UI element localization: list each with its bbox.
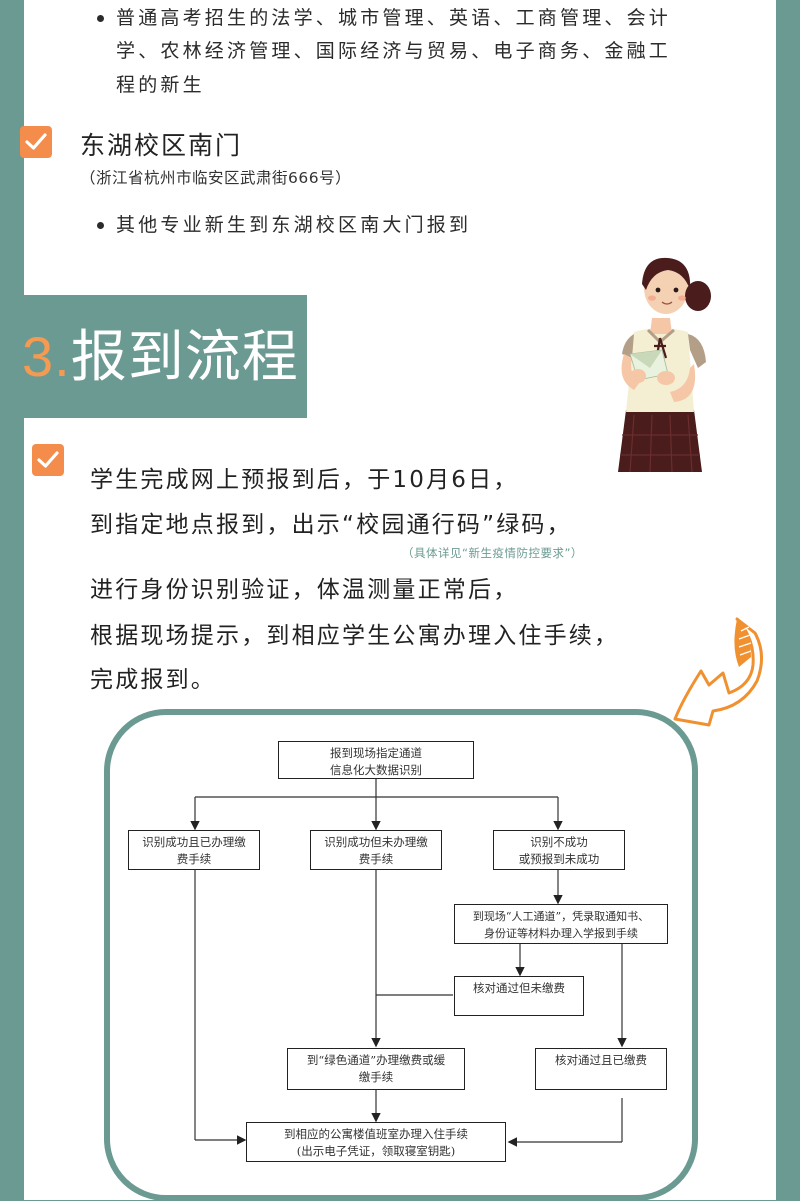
section-header: 3.报到流程	[0, 295, 307, 418]
bullet-dot	[97, 222, 104, 229]
flow-node-text: 到相应的公寓楼值班室办理入住手续	[284, 1127, 468, 1141]
flow-node-text: 识别成功但未办理缴	[324, 835, 428, 849]
flow-node-green-channel: 到“绿色通道”办理缴费或缓 缴手续	[287, 1048, 465, 1090]
flowchart-frame	[104, 709, 698, 1201]
section-title-text: 报到流程	[70, 325, 299, 388]
checkbox-icon	[20, 126, 52, 158]
flow-node-verified-unpaid: 核对通过但未缴费	[454, 976, 584, 1016]
flow-node-text: 识别不成功	[530, 835, 588, 849]
flow-node-unrecognized: 识别不成功 或预报到未成功	[493, 830, 625, 870]
flow-node-text: 核对通过但未缴费	[473, 981, 565, 995]
body-text-line: 到指定地点报到，出示“校园通行码”绿码，	[90, 512, 572, 538]
bullet-text-line: 学、农林经济管理、国际经济与贸易、电子商务、金融工	[116, 40, 672, 62]
flow-node-text: 缴手续	[358, 1070, 394, 1084]
flow-node-text: 到现场“人工通道”，凭录取通知书、	[472, 910, 650, 923]
flow-node-recognized-paid: 识别成功且已办理缴 费手续	[128, 830, 260, 870]
bullet-dot	[97, 15, 104, 22]
note-text: （具体详见“新生疫情防控要求”）	[402, 546, 583, 560]
flow-node-start: 报到现场指定通道 信息化大数据识别	[278, 741, 474, 779]
flow-node-end: 到相应的公寓楼值班室办理入住手续 (出示电子凭证，领取寝室钥匙)	[246, 1122, 506, 1162]
body-text-line: 完成报到。	[90, 667, 216, 693]
section-number: 3.	[22, 325, 71, 388]
flow-node-text: 费手续	[176, 852, 212, 866]
flow-node-manual-channel: 到现场“人工通道”，凭录取通知书、 身份证等材料办理入学报到手续	[454, 904, 668, 944]
bullet-text-line: 其他专业新生到东湖校区南大门报到	[116, 214, 472, 236]
body-text-line: 根据现场提示，到相应学生公寓办理入住手续，	[90, 623, 620, 649]
flow-node-text: (出示电子凭证，领取寝室钥匙)	[296, 1144, 456, 1158]
flow-node-recognized-unpaid: 识别成功但未办理缴 费手续	[310, 830, 442, 870]
flow-node-text: 费手续	[358, 852, 394, 866]
body-text-line: 学生完成网上预报到后，于10月6日，	[90, 467, 519, 493]
section-title: 3.报到流程	[22, 317, 299, 397]
flow-node-text: 核对通过且已缴费	[555, 1053, 647, 1067]
flow-node-text: 识别成功且已办理缴	[142, 835, 246, 849]
checkbox-icon	[32, 444, 64, 476]
flow-node-text: 到“绿色通道”办理缴费或缓	[306, 1053, 446, 1067]
bullet-text-line: 程的新生	[116, 74, 205, 96]
campus-title: 东湖校区南门	[80, 131, 243, 160]
flow-node-text: 报到现场指定通道	[330, 746, 422, 760]
flow-node-text: 或预报到未成功	[518, 852, 600, 866]
girl-illustration	[618, 257, 711, 473]
flow-node-verified-paid: 核对通过且已缴费	[535, 1048, 667, 1090]
bullet-text-line: 普通高考招生的法学、城市管理、英语、工商管理、会计	[116, 7, 672, 29]
campus-address: （浙江省杭州市临安区武肃街666号）	[80, 169, 352, 187]
flow-node-text: 信息化大数据识别	[330, 763, 422, 777]
flow-node-text: 身份证等材料办理入学报到手续	[484, 927, 638, 940]
body-text-line: 进行身份识别验证，体温测量正常后，	[90, 577, 519, 603]
curved-arrow-icon	[673, 617, 763, 727]
